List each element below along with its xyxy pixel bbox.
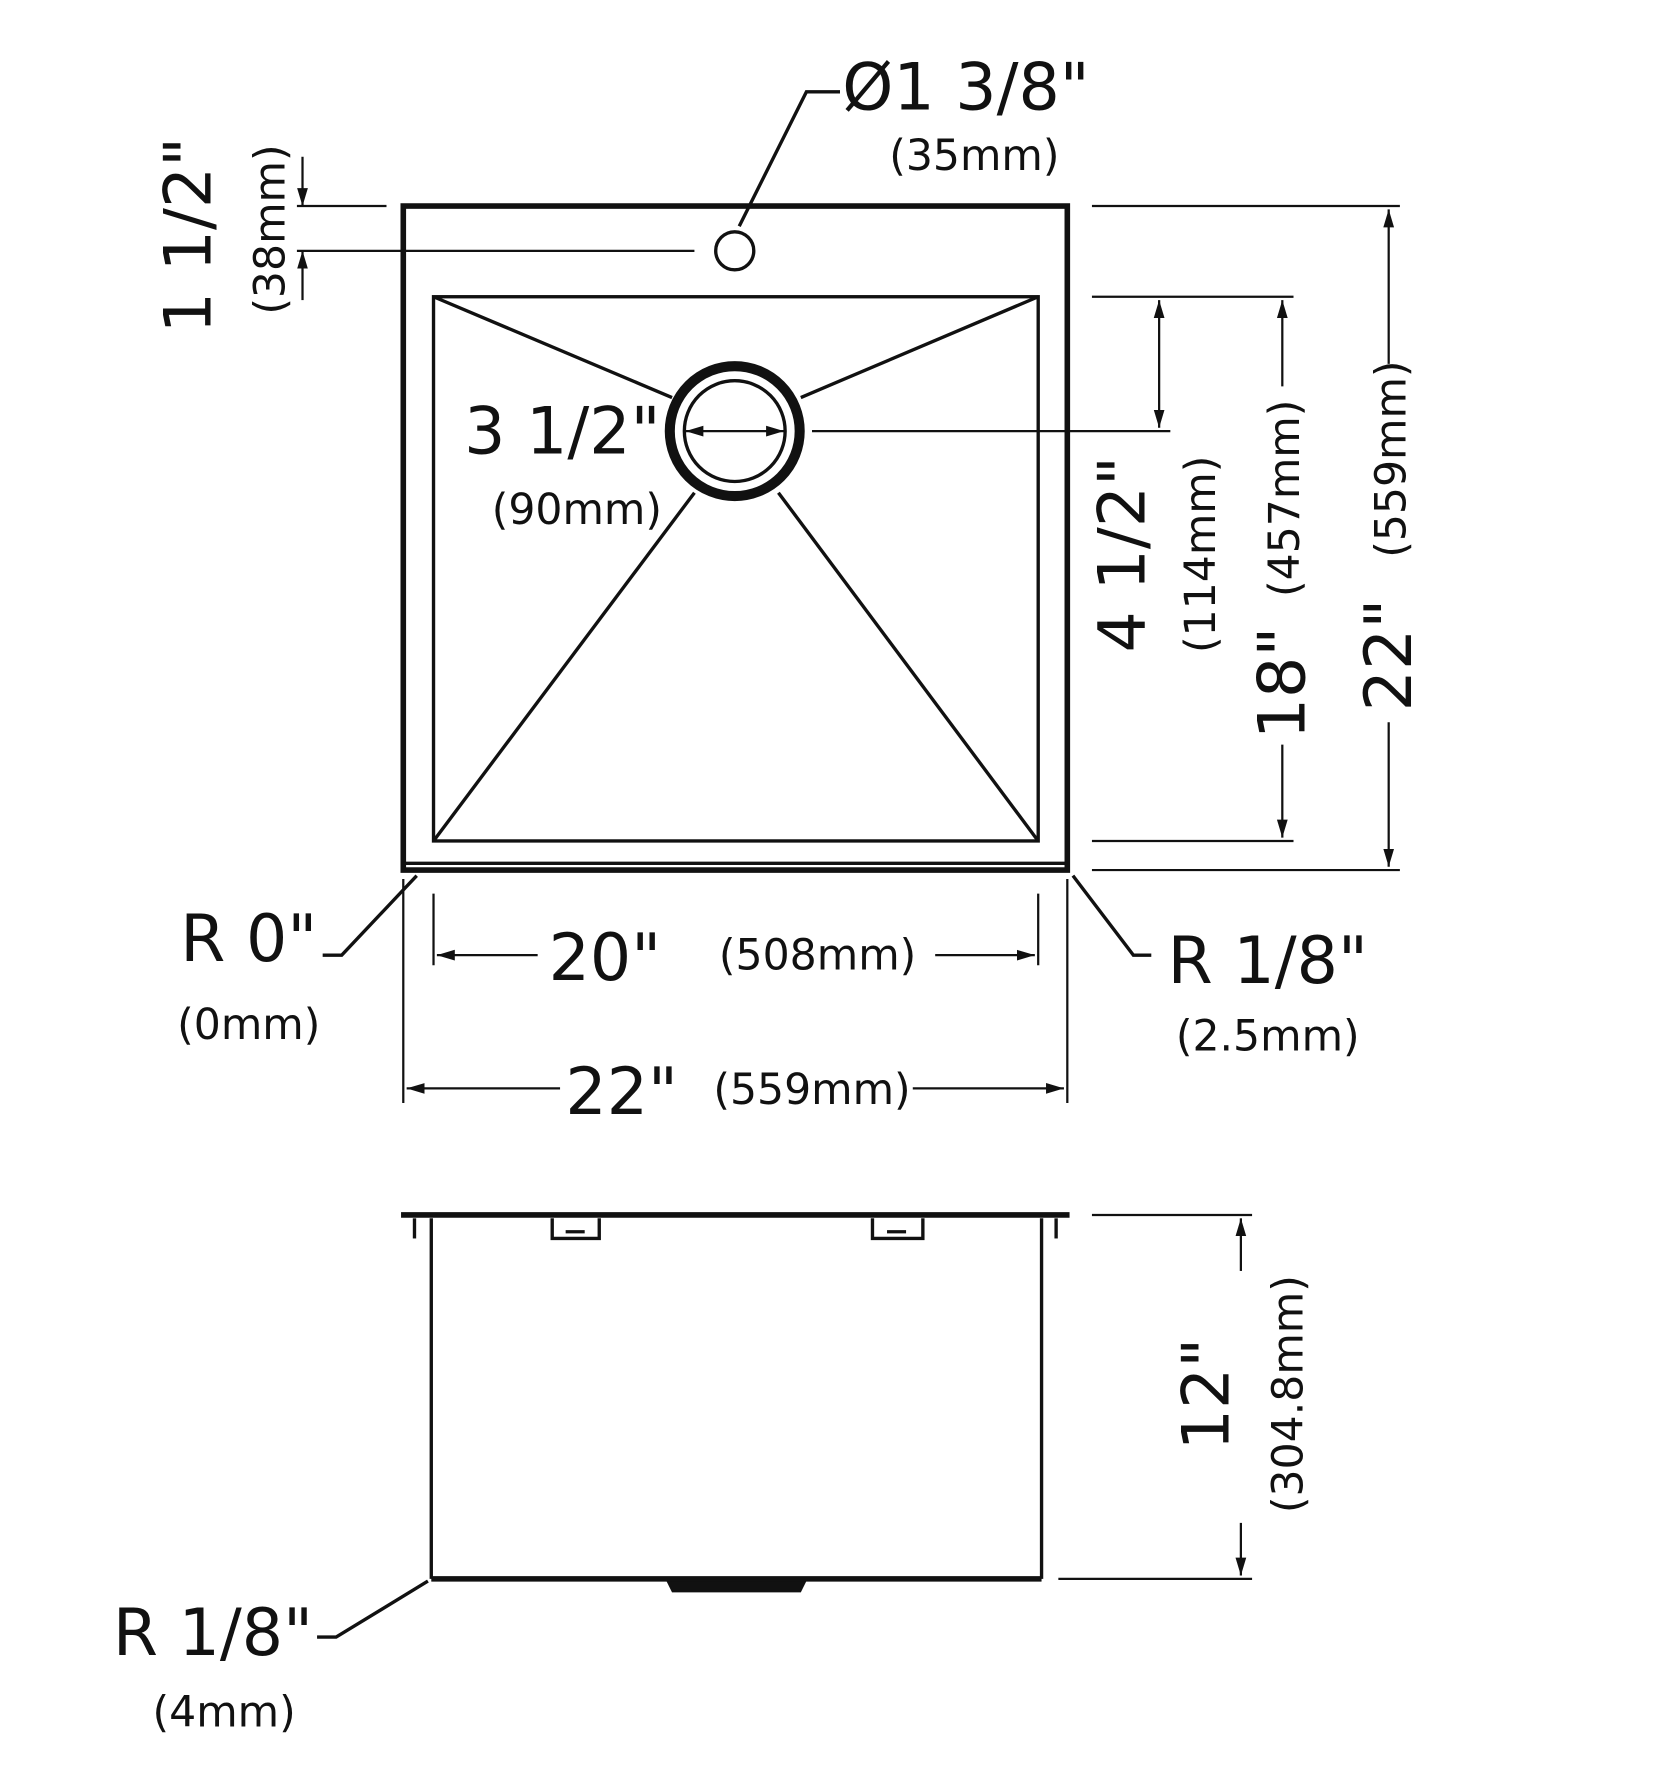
bottom-radius-size: R 1/8" <box>113 1596 313 1671</box>
bowl-width-size: 20" <box>549 921 662 996</box>
drain-offset-metric: (114mm) <box>1177 456 1226 653</box>
overall-depth-dimension: 22" (559mm) <box>1091 204 1427 872</box>
bowl-width-dimension: 20" (508mm) <box>432 893 1040 996</box>
height-size: 12" <box>1170 1338 1245 1451</box>
overall-depth-metric: (559mm) <box>1367 360 1416 557</box>
mounting-clip <box>550 1218 601 1241</box>
sink-outer-rim <box>400 203 1071 873</box>
bowl-depth-size: 18" <box>1246 627 1321 740</box>
corner-right-metric: (2.5mm) <box>1176 1012 1360 1061</box>
corner-left-callout: R 0" (0mm) <box>177 874 418 1050</box>
drain-inner <box>682 379 787 484</box>
faucet-hole-size: Ø1 3/8" <box>842 51 1089 126</box>
overall-width-size: 22" <box>565 1055 678 1130</box>
bowl-width-metric: (508mm) <box>719 932 916 981</box>
drain-offset-size: 4 1/2" <box>1086 456 1161 652</box>
drain-size: 3 1/2" <box>464 395 660 470</box>
bottom-radius-metric: (4mm) <box>153 1689 296 1738</box>
overall-depth-size: 22" <box>1352 599 1427 712</box>
faucet-hole-dimension: Ø1 3/8" (35mm) <box>737 51 1090 227</box>
overall-width-dimension: 22" (559mm) <box>402 879 1069 1130</box>
side-view <box>401 1212 1070 1593</box>
faucet-offset-dimension: 1 1/2" (38mm) <box>152 137 695 333</box>
faucet-offset-size: 1 1/2" <box>152 137 227 333</box>
corner-left-metric: (0mm) <box>177 1001 320 1050</box>
height-metric: (304.8mm) <box>1264 1275 1313 1513</box>
faucet-hole <box>714 230 756 272</box>
top-view <box>400 203 1071 873</box>
bowl-depth-dimension: 18" (457mm) <box>1091 300 1321 843</box>
bowl-depth-metric: (457mm) <box>1261 400 1310 597</box>
drain-metric: (90mm) <box>492 486 662 535</box>
sink-bowl <box>431 295 1040 843</box>
corner-right-callout: R 1/8" (2.5mm) <box>1071 874 1368 1061</box>
corner-right-size: R 1/8" <box>1168 924 1368 999</box>
corner-left-size: R 0" <box>180 902 317 977</box>
overall-width-metric: (559mm) <box>713 1066 910 1115</box>
faucet-hole-metric: (35mm) <box>889 132 1059 181</box>
drain-dimension: 3 1/2" (90mm) <box>464 395 662 536</box>
mounting-clip <box>870 1218 925 1241</box>
height-dimension: 12" (304.8mm) <box>1058 1213 1313 1580</box>
faucet-offset-metric: (38mm) <box>247 144 296 314</box>
drain-offset-dimension: 4 1/2" (114mm) <box>812 295 1294 653</box>
drain-bump <box>666 1581 807 1593</box>
bottom-radius-callout: R 1/8" (4mm) <box>113 1579 429 1738</box>
drain-outer <box>664 361 805 502</box>
